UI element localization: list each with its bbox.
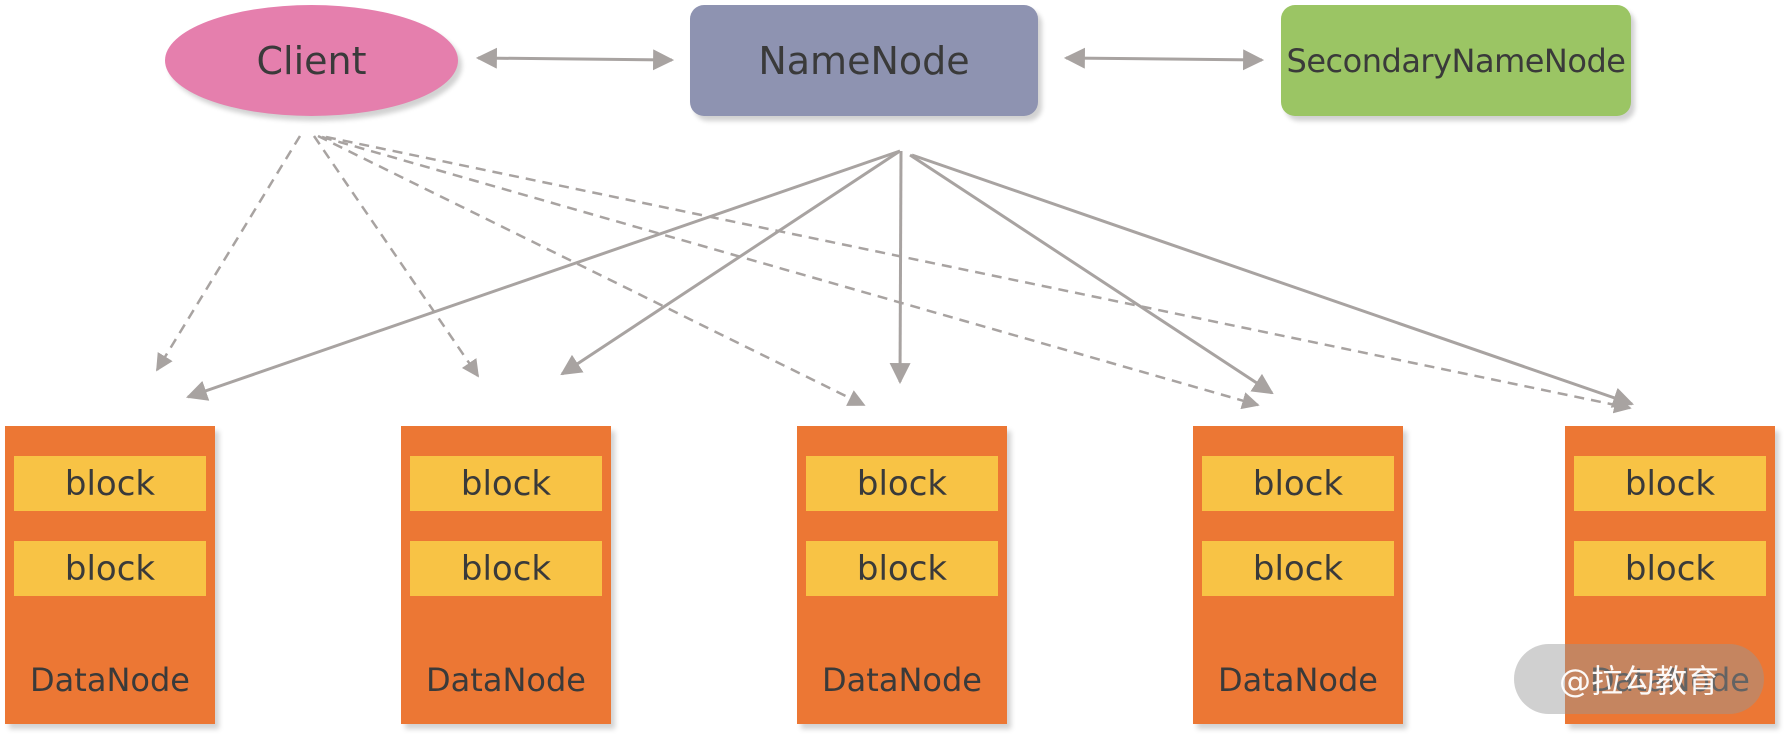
secondary-namenode-node: SecondaryNameNode bbox=[1281, 5, 1631, 116]
client-dashed-arrow-4 bbox=[321, 135, 1260, 410]
client-namenode-arrow bbox=[475, 47, 675, 71]
block-1: block bbox=[1202, 456, 1394, 511]
block-2: block bbox=[1202, 541, 1394, 596]
block-1: block bbox=[14, 456, 206, 511]
client-dashed-arrow-3 bbox=[317, 134, 866, 407]
datanode-label: DataNode bbox=[30, 661, 190, 699]
datanode-2: block block DataNode bbox=[401, 426, 611, 724]
namenode-solid-arrow-1 bbox=[186, 149, 901, 401]
secondary-namenode-label: SecondaryNameNode bbox=[1286, 41, 1626, 80]
datanode-label: DataNode bbox=[426, 661, 586, 699]
block-2: block bbox=[14, 541, 206, 596]
namenode-solid-arrow-4 bbox=[909, 153, 1274, 395]
block-2: block bbox=[1574, 541, 1766, 596]
namenode-solid-arrow-3 bbox=[889, 150, 911, 385]
namenode-secondary-arrow bbox=[1063, 47, 1265, 71]
namenode-solid-arrow-5 bbox=[911, 153, 1634, 408]
block-2: block bbox=[806, 541, 998, 596]
client-dashed-arrow-1 bbox=[155, 135, 302, 372]
block-2: block bbox=[410, 541, 602, 596]
watermark: @拉勾教育 bbox=[1514, 644, 1764, 714]
datanode-label: DataNode bbox=[822, 661, 982, 699]
block-1: block bbox=[806, 456, 998, 511]
datanode-3: block block DataNode bbox=[797, 426, 1007, 724]
client-dashed-arrow-2 bbox=[312, 135, 480, 378]
datanode-label: DataNode bbox=[1590, 661, 1750, 699]
namenode-node: NameNode bbox=[690, 5, 1038, 116]
datanode-label: DataNode bbox=[1218, 661, 1378, 699]
datanode-4: block block DataNode bbox=[1193, 426, 1403, 724]
client-label: Client bbox=[256, 38, 367, 83]
datanode-5: block block DataNode bbox=[1565, 426, 1775, 724]
client-dashed-arrow-5 bbox=[325, 135, 1632, 414]
client-node: Client bbox=[165, 5, 458, 116]
datanode-1: block block DataNode bbox=[5, 426, 215, 724]
namenode-label: NameNode bbox=[758, 38, 970, 83]
block-1: block bbox=[1574, 456, 1766, 511]
namenode-solid-arrow-2 bbox=[560, 149, 901, 376]
block-1: block bbox=[410, 456, 602, 511]
